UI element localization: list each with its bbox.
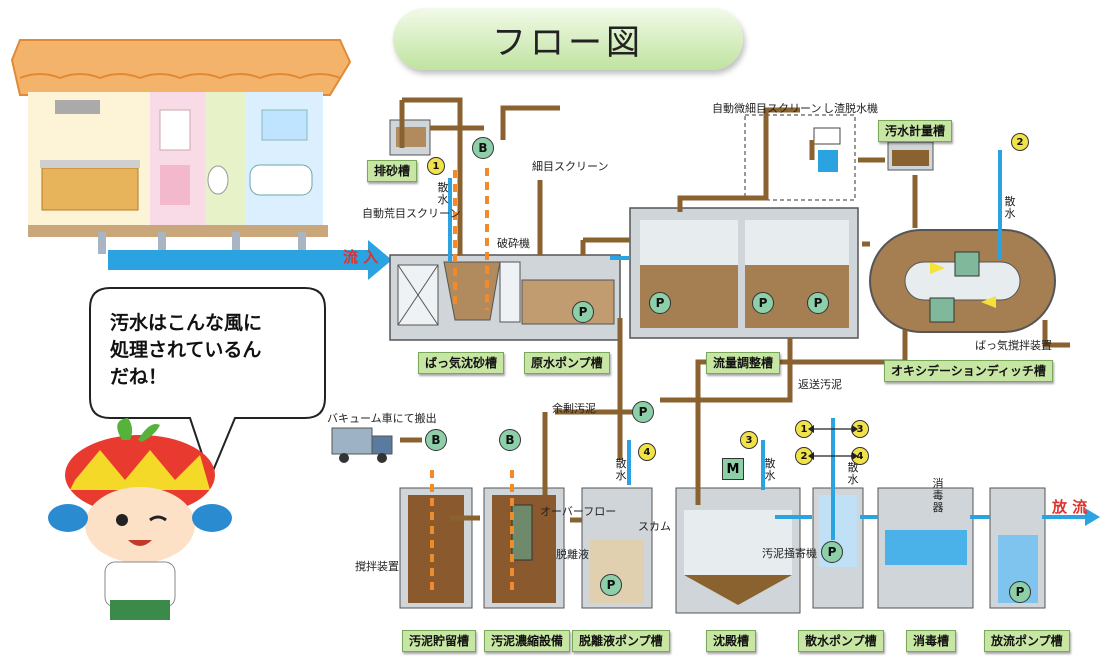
oxidation-ditch [869, 229, 1056, 333]
bubble-line-3: だね！ [110, 366, 168, 388]
dewater-bucket [818, 150, 838, 172]
inflow-label: 流 入 [343, 248, 379, 266]
pump-icon-5: P [632, 401, 654, 423]
overflow-label: オーバーフロー [540, 505, 617, 518]
tank-label-grit-drain: 排砂槽 [367, 160, 418, 182]
blower-icon-1: B [472, 137, 494, 159]
water-pipes [448, 150, 1085, 540]
outflow-arrow [1085, 508, 1100, 526]
bubble-line-1: 汚水はこんな風に [110, 312, 263, 334]
fine-screen-label: 細目スクリーン [532, 160, 609, 173]
settling-tank [675, 487, 801, 614]
scraper-label: 汚泥掻寄機 [762, 547, 817, 560]
disinfector-label: 消毒器 [932, 477, 944, 514]
legend-3-icon: 3 [851, 420, 869, 438]
flow-adjust-tank [629, 207, 859, 339]
number-1-icon: 1 [427, 157, 445, 175]
tank-label-separated-pump: 脱離液ポンプ槽 [572, 630, 670, 652]
tank-label-oxidation-ditch: オキシデーションディッチ槽 [884, 360, 1053, 382]
grit-raw-block [389, 254, 621, 341]
dewater-machine [813, 127, 841, 145]
pump-icon-2: P [649, 292, 671, 314]
vacuum-truck-label: バキューム車にて搬出 [327, 412, 437, 425]
tank-label-sludge-storage: 汚泥貯留槽 [402, 630, 477, 652]
tank-label-settling: 沈殿槽 [706, 630, 757, 652]
sludge-thickener-tank [483, 487, 565, 609]
legend-1-icon: 1 [795, 420, 813, 438]
number-4-icon: 4 [638, 443, 656, 461]
separated-liquid-label: 脱離液 [556, 548, 589, 561]
sludge-pipes [399, 97, 1070, 523]
number-3-icon: 3 [740, 431, 758, 449]
auto-coarse-screen-label: 自動荒目スクリーン [362, 207, 461, 220]
tank-label-sludge-thickener: 汚泥濃縮設備 [484, 630, 571, 652]
number-2-icon: 2 [1011, 133, 1029, 151]
inflow-arrow [368, 240, 392, 280]
pump-icon-1: P [572, 301, 594, 323]
sprinkle-label-4: 散水 [764, 457, 776, 482]
disinfection-tank [877, 487, 974, 609]
sprinkle-label-2: 散水 [1004, 195, 1016, 220]
blower-icon-2: B [425, 429, 447, 451]
bubble-line-2: 処理されているん [110, 339, 262, 361]
sprinkle-label-1: 散水 [437, 181, 449, 206]
auto-micro-screen-label: 自動微細目スクリーン [712, 102, 822, 115]
aerator-label: ばっ気撹拌装置 [975, 339, 1052, 352]
outflow-label: 放 流 [1052, 498, 1088, 516]
tank-label-raw-pump: 原水ポンプ槽 [524, 352, 610, 374]
blower-icon-3: B [499, 429, 521, 451]
pump-icon-3: P [752, 292, 774, 314]
vacuum-truck [331, 427, 393, 463]
pump-icon-8: P [1009, 581, 1031, 603]
tank-label-discharge-pump: 放流ポンプ槽 [984, 630, 1070, 652]
return-sludge-label: 返送汚泥 [798, 378, 842, 391]
tank-label-flow-adjust: 流量調整槽 [706, 352, 781, 374]
sprinkle-label-5: 散水 [847, 461, 859, 486]
sprinkle-label-3: 散水 [615, 457, 627, 482]
speech-bubble-text: 汚水はこんな風に 処理されているん だね！ [110, 310, 320, 391]
pump-icon-4: P [807, 292, 829, 314]
tank-label-aerated-grit: ばっ気沈砂槽 [418, 352, 505, 374]
grit-drain-tank [389, 119, 431, 156]
tank-label-sprinkle-pump: 散水ポンプ槽 [798, 630, 884, 652]
mixer-label: 撹拌装置 [355, 560, 399, 573]
sprinkle-legend [796, 418, 876, 470]
sludge-storage-tank [399, 487, 473, 609]
scum-label: スカム [638, 520, 671, 533]
dewatering-label: し渣脱水機 [823, 102, 878, 115]
crusher-label: 破砕機 [497, 237, 530, 250]
inflow-pipe [108, 250, 368, 270]
tank-label-metering: 汚水計量槽 [878, 120, 953, 142]
pump-icon-6: P [600, 574, 622, 596]
excess-sludge-label: 余剰汚泥 [552, 402, 596, 415]
diagram-title: フロー図 [393, 8, 743, 70]
motor-icon: M [722, 458, 744, 480]
tank-label-disinfection: 消毒槽 [906, 630, 957, 652]
pump-icon-7: P [821, 541, 843, 563]
house-illustration [10, 39, 352, 254]
